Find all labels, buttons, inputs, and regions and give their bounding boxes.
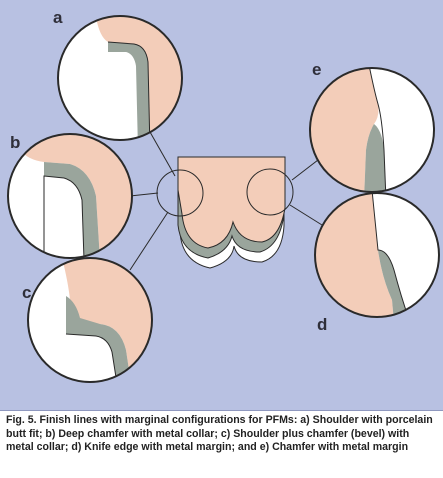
- detail-b-die: [43, 175, 85, 258]
- connector-c: [129, 211, 169, 271]
- crown-porcelain: [177, 156, 286, 249]
- crown-highlight-left: [156, 169, 204, 217]
- detail-c-porcelain: [60, 258, 152, 382]
- label-a: a: [53, 8, 63, 27]
- diagram-svg: a b c e d: [7, 8, 440, 383]
- label-c: c: [22, 283, 31, 302]
- connector-e: [291, 159, 319, 181]
- figure-caption: Fig. 5. Finish lines with marginal confi…: [6, 414, 433, 453]
- detail-b-porcelain: [20, 134, 132, 258]
- detail-a: [57, 15, 183, 141]
- connector-b: [129, 192, 159, 197]
- detail-d-metal: [378, 250, 410, 317]
- crown-highlight-right: [246, 168, 294, 216]
- detail-d-porcelain: [315, 193, 394, 317]
- label-e: e: [312, 60, 321, 79]
- connector-lines: [129, 131, 323, 271]
- detail-c: [27, 257, 153, 383]
- detail-e: [309, 67, 435, 193]
- detail-e-edge: [367, 68, 387, 192]
- diagram-figure: a b c e d: [0, 0, 443, 411]
- detail-d: [314, 192, 440, 318]
- connector-d: [289, 204, 323, 226]
- central-crown: [156, 156, 294, 269]
- detail-e-metal: [364, 124, 386, 192]
- detail-b: [7, 133, 133, 259]
- detail-a-metal: [108, 42, 150, 140]
- label-b: b: [10, 133, 20, 152]
- detail-c-edge: [65, 333, 119, 382]
- detail-a-edge: [107, 41, 151, 140]
- detail-c-metal: [66, 296, 132, 382]
- connector-a: [149, 131, 176, 177]
- detail-d-edge: [371, 193, 411, 317]
- label-d: d: [317, 315, 327, 334]
- detail-b-metal: [44, 162, 100, 258]
